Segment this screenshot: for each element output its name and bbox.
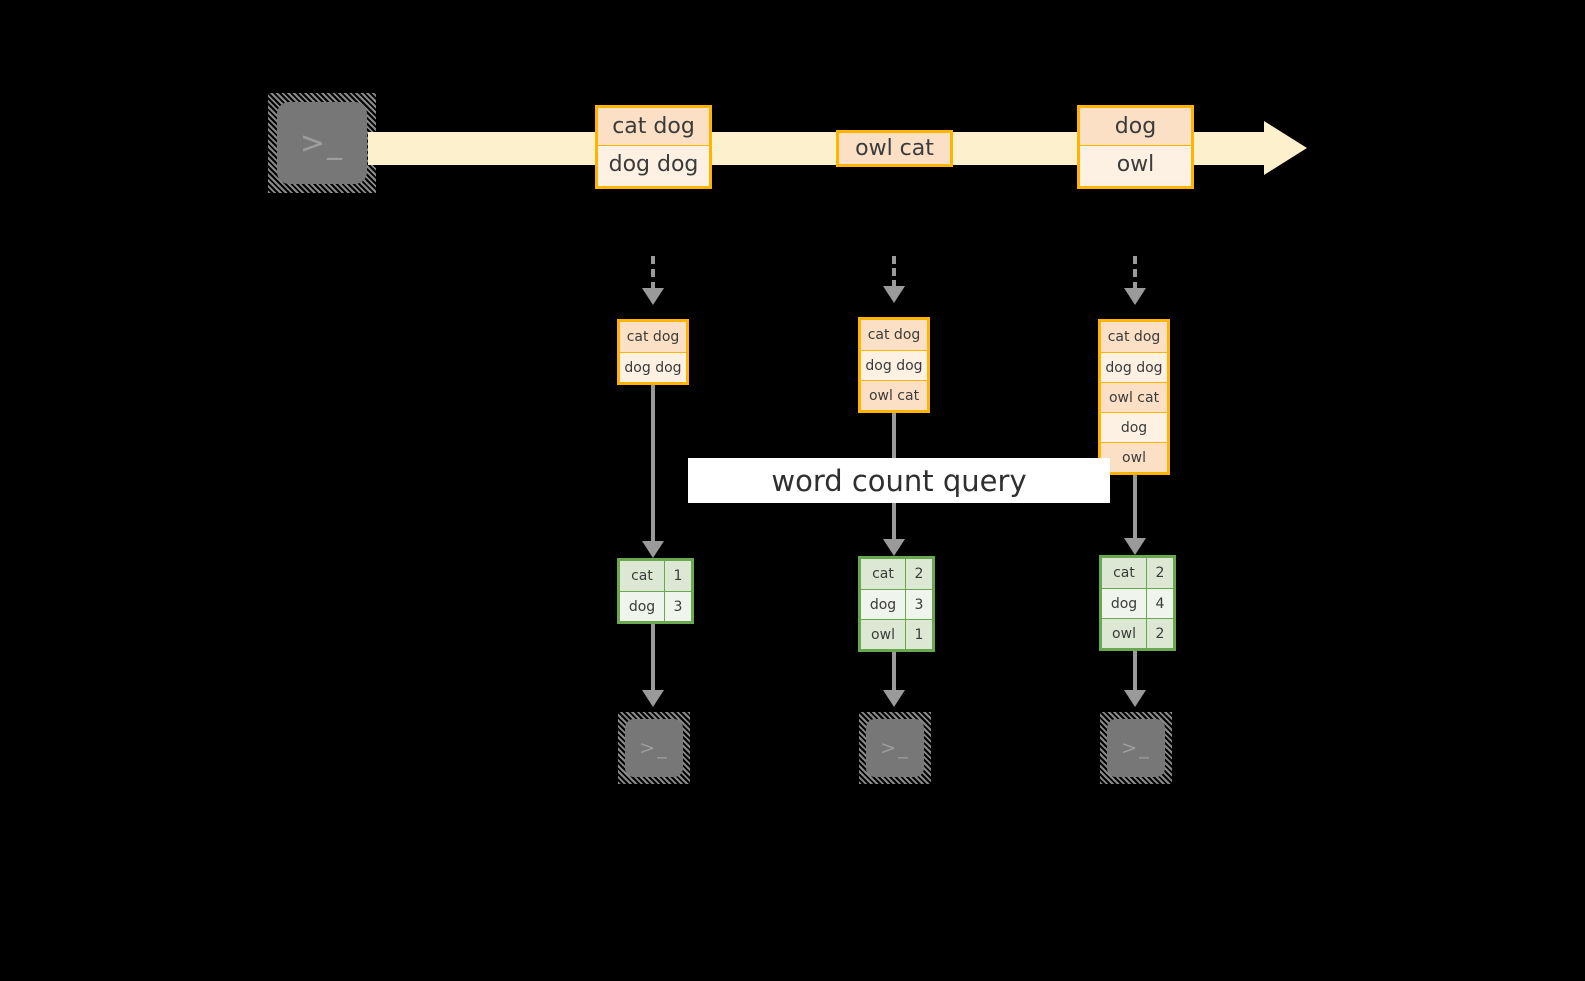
snapshot-2-sink-arrowhead — [883, 690, 905, 707]
snapshot-3-sink-line — [1133, 651, 1137, 699]
result-word: dog — [861, 590, 906, 619]
snapshot-2-query-arrowhead — [883, 539, 905, 556]
table-row: dog 4 — [1102, 588, 1173, 618]
snapshot-3-sink-arrowhead — [1124, 690, 1146, 707]
result-count: 1 — [906, 620, 932, 649]
result-count: 1 — [665, 561, 691, 591]
result-count: 3 — [906, 590, 932, 619]
result-word: dog — [1102, 589, 1147, 618]
stream-record-line: owl — [1080, 145, 1191, 182]
snapshot-2-input-table: cat dog dog dog owl cat — [858, 317, 930, 413]
result-word: dog — [620, 592, 665, 621]
result-count: 2 — [906, 559, 932, 589]
source-terminal-icon: >_ — [268, 93, 376, 193]
snapshot-1-query-arrowhead — [642, 541, 664, 558]
result-count: 3 — [665, 592, 691, 621]
snapshot-3-query-line — [1133, 475, 1137, 548]
table-row: cat 2 — [1102, 558, 1173, 588]
terminal-prompt-glyph: >_ — [639, 737, 669, 759]
table-row: cat 1 — [620, 561, 691, 591]
stream-record-line: owl cat — [839, 133, 950, 164]
result-count: 2 — [1147, 619, 1173, 648]
input-line: dog — [1101, 412, 1167, 442]
stream-record-batch-2: owl cat — [836, 130, 953, 167]
input-line: owl — [1101, 442, 1167, 472]
snapshot-3-tap-arrowhead — [1124, 288, 1146, 305]
stream-record-batch-3: dog owl — [1077, 105, 1194, 189]
stream-record-batch-1: cat dog dog dog — [595, 105, 712, 189]
result-word: owl — [1102, 619, 1147, 648]
snapshot-3-result-table: cat 2 dog 4 owl 2 — [1099, 555, 1176, 651]
result-word: cat — [620, 561, 665, 591]
terminal-prompt-glyph: >_ — [880, 737, 910, 759]
input-line: dog dog — [1101, 352, 1167, 382]
stream-record-line: cat dog — [598, 108, 709, 145]
snapshot-1-tap-line — [651, 256, 655, 290]
snapshot-2-sink-line — [892, 652, 896, 699]
snapshot-1-sink-arrowhead — [642, 690, 664, 707]
result-word: owl — [861, 620, 906, 649]
input-line: cat dog — [620, 322, 686, 352]
snapshot-1-sink-terminal-icon: >_ — [618, 712, 690, 784]
snapshot-3-tap-line — [1133, 256, 1137, 290]
terminal-screen: >_ — [1107, 719, 1165, 777]
stream-arrow-head — [1264, 121, 1307, 175]
terminal-screen: >_ — [866, 719, 924, 777]
snapshot-1-input-table: cat dog dog dog — [617, 319, 689, 385]
snapshot-1-result-table: cat 1 dog 3 — [617, 558, 694, 624]
terminal-screen: >_ — [625, 719, 683, 777]
query-banner-label: word count query — [771, 463, 1027, 498]
snapshot-2-tap-line — [892, 256, 896, 288]
table-row: dog 3 — [861, 589, 932, 619]
result-word: cat — [861, 559, 906, 589]
table-row: cat 2 — [861, 559, 932, 589]
table-row: dog 3 — [620, 591, 691, 621]
result-count: 2 — [1147, 558, 1173, 588]
snapshot-1-sink-line — [651, 624, 655, 699]
input-line: owl cat — [861, 380, 927, 410]
input-line: owl cat — [1101, 382, 1167, 412]
stream-record-line: dog dog — [598, 145, 709, 182]
terminal-prompt-glyph: >_ — [299, 125, 345, 161]
input-line: cat dog — [1101, 322, 1167, 352]
snapshot-1-tap-arrowhead — [642, 288, 664, 305]
terminal-prompt-glyph: >_ — [1121, 737, 1151, 759]
terminal-screen: >_ — [277, 102, 367, 184]
table-row: owl 1 — [861, 619, 932, 649]
result-count: 4 — [1147, 589, 1173, 618]
snapshot-3-query-arrowhead — [1124, 538, 1146, 555]
stream-record-line: dog — [1080, 108, 1191, 145]
snapshot-3-sink-terminal-icon: >_ — [1100, 712, 1172, 784]
input-line: cat dog — [861, 320, 927, 350]
query-banner: word count query — [688, 458, 1110, 503]
snapshot-1-query-line — [651, 385, 655, 550]
snapshot-2-result-table: cat 2 dog 3 owl 1 — [858, 556, 935, 652]
snapshot-2-tap-arrowhead — [883, 286, 905, 303]
result-word: cat — [1102, 558, 1147, 588]
snapshot-3-input-table: cat dog dog dog owl cat dog owl — [1098, 319, 1170, 475]
snapshot-2-sink-terminal-icon: >_ — [859, 712, 931, 784]
input-line: dog dog — [861, 350, 927, 380]
input-line: dog dog — [620, 352, 686, 382]
table-row: owl 2 — [1102, 618, 1173, 648]
